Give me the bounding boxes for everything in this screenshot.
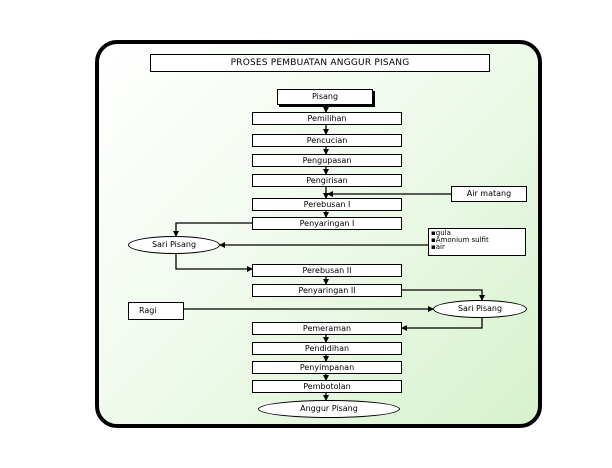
step-pengupasan: Pengupasan [252, 154, 402, 167]
input-ragi: Ragi [128, 302, 184, 320]
additive-label-3: air [435, 243, 445, 251]
step-perebusan-2: Perebusan II [252, 264, 402, 277]
step-sari-pisang-left: Sari Pisang [128, 236, 220, 254]
additive-item-3: ▪air [431, 243, 445, 251]
step-pendidihan: Pendidihan [252, 342, 402, 355]
input-air-matang: Air matang [451, 186, 527, 202]
additive-label-1: gula [435, 229, 451, 237]
step-pemeraman: Pemeraman [252, 322, 402, 335]
step-pembotolan: Pembotolan [252, 380, 402, 393]
step-pisang: Pisang [277, 89, 373, 105]
step-pemilihan: Pemilihan [252, 112, 402, 125]
additive-label-2: Amonium sulfit [435, 236, 489, 244]
diagram-title: PROSES PEMBUATAN ANGGUR PISANG [150, 54, 490, 72]
step-pengirisan: Pengirisan [252, 174, 402, 187]
step-sari-pisang-right: Sari Pisang [433, 300, 527, 318]
additive-item-2: ▪Amonium sulfit [431, 236, 489, 244]
additive-item-1: ▪gula [431, 229, 451, 237]
step-perebusan-1: Perebusan I [252, 198, 402, 211]
step-anggur-pisang: Anggur Pisang [258, 400, 400, 418]
step-penyaringan-2: Penyaringan II [252, 284, 402, 297]
step-pencucian: Pencucian [252, 134, 402, 147]
step-penyaringan-1: Penyaringan I [252, 217, 402, 230]
input-additives-box: ▪gula ▪Amonium sulfit ▪air [428, 228, 526, 256]
step-penyimpanan: Penyimpanan [252, 361, 402, 374]
